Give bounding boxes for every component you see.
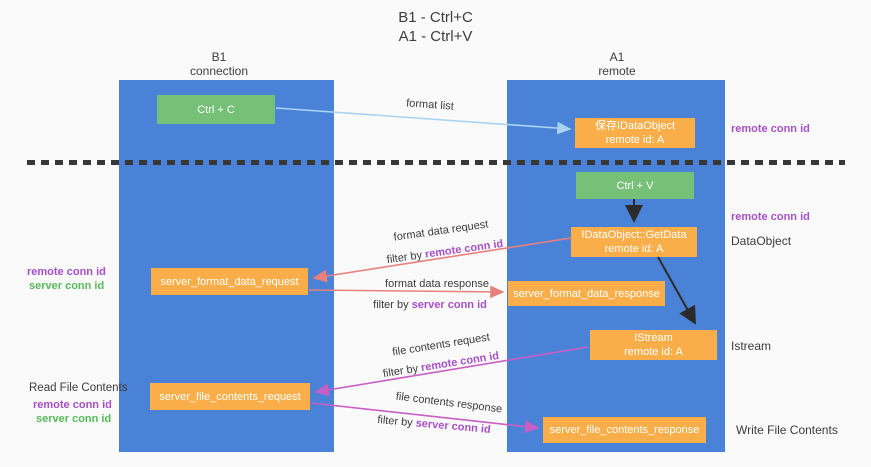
node-idataobject-getdata-line2: remote id: A [604, 243, 664, 255]
node-ctrl-v: Ctrl + V [576, 172, 694, 199]
left-label-read-file-contents: Read File Contents [29, 382, 128, 394]
edge-label-format-data-response: format data response [385, 278, 489, 290]
phase-separator-dashed-line [27, 160, 845, 165]
node-server-file-contents-response: server_file_contents_response [543, 417, 706, 443]
diagram-title: B1 - Ctrl+C A1 - Ctrl+V [0, 8, 871, 46]
filter-key-server-conn-id: server conn id [411, 299, 487, 311]
node-ctrl-c-label: Ctrl + C [197, 103, 235, 116]
node-server-file-contents-response-label: server_file_contents_response [549, 424, 700, 436]
node-server-file-contents-request: server_file_contents_request [150, 383, 310, 410]
node-save-idataobject-line2: remote id: A [605, 134, 665, 146]
right-label-remote-conn-id-1: remote conn id [731, 123, 810, 135]
column-b1-name: B1 [211, 50, 227, 64]
column-a1-name: A1 [609, 50, 625, 64]
column-header-a1: A1 remote [567, 50, 667, 78]
node-server-format-data-request: server_format_data_request [151, 268, 308, 295]
node-idataobject-getdata: IDataObject::GetData remote id: A [571, 227, 697, 257]
column-header-b1: B1 connection [169, 50, 269, 78]
title-line-2: A1 - Ctrl+V [398, 28, 473, 45]
node-istream: IStream remote id: A [590, 330, 717, 360]
edge-label-format-data-response-filter: filter by server conn id [373, 299, 487, 311]
edge-label-format-data-request: format data request [392, 218, 490, 244]
filter-by-text: filter by [386, 248, 426, 267]
node-save-idataobject-line1: 保存IDataObject [594, 120, 676, 132]
left-label-remote-conn-id-1: remote conn id [27, 266, 106, 278]
title-line-1: B1 - Ctrl+C [398, 9, 473, 26]
filter-by-text: filter by [382, 362, 423, 381]
right-label-write-file-contents: Write File Contents [736, 423, 838, 437]
edge-label-file-contents-response: file contents response [395, 390, 503, 416]
right-label-dataobject: DataObject [731, 234, 792, 248]
left-label-remote-conn-id-2: remote conn id [33, 399, 112, 411]
left-label-server-conn-id-1: server conn id [29, 280, 105, 292]
node-istream-line1: IStream [634, 332, 673, 344]
node-ctrl-c: Ctrl + C [157, 95, 275, 124]
column-a1-subtitle: remote [598, 64, 636, 78]
edge-label-file-contents-response-filter: filter by server conn id [377, 414, 491, 436]
node-idataobject-getdata-line1: IDataObject::GetData [581, 229, 687, 241]
filter-key-server-conn-id: server conn id [415, 417, 492, 436]
filter-by-text: filter by [373, 299, 412, 311]
arrow-format-data-response [308, 285, 505, 299]
node-save-idataobject: 保存IDataObject remote id: A [575, 118, 695, 148]
filter-by-text: filter by [376, 414, 417, 430]
edge-label-format-list: format list [405, 97, 455, 113]
filter-key-remote-conn-id: remote conn id [424, 237, 504, 261]
filter-key-remote-conn-id: remote conn id [420, 349, 500, 375]
left-label-server-conn-id-2: server conn id [36, 413, 112, 425]
node-ctrl-v-label: Ctrl + V [616, 179, 654, 192]
node-server-format-data-response-label: server_format_data_response [513, 287, 660, 300]
node-server-file-contents-request-label: server_file_contents_request [159, 390, 301, 403]
right-label-istream: Istream [731, 339, 772, 353]
node-istream-line2: remote id: A [624, 346, 683, 358]
right-label-remote-conn-id-2: remote conn id [731, 211, 810, 223]
node-server-format-data-request-label: server_format_data_request [160, 275, 299, 288]
column-b1-subtitle: connection [189, 64, 249, 78]
node-server-format-data-response: server_format_data_response [508, 281, 665, 306]
